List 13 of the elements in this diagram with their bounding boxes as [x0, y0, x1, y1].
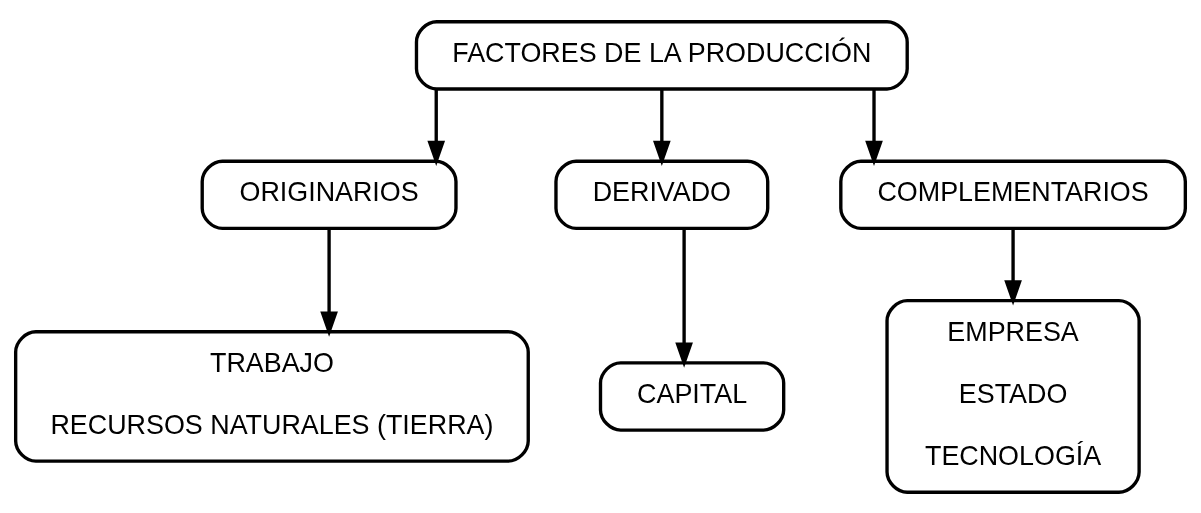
node-box: COMPLEMENTARIOS	[839, 159, 1187, 230]
arrow	[427, 88, 446, 166]
node-box: DERIVADO	[554, 159, 770, 230]
node-box: FACTORES DE LA PRODUCCIÓN	[414, 19, 909, 91]
arrow	[675, 228, 693, 368]
arrow	[320, 228, 338, 337]
arrow	[1004, 228, 1022, 305]
node-box: EMPRESA ESTADO TECNOLOGÍA	[885, 298, 1141, 494]
node-box: ORIGINARIOS	[200, 159, 458, 230]
arrow	[653, 88, 671, 166]
node-box: CAPITAL	[598, 360, 786, 432]
arrow	[865, 88, 883, 166]
node-box: TRABAJO RECURSOS NATURALES (TIERRA)	[14, 329, 530, 463]
